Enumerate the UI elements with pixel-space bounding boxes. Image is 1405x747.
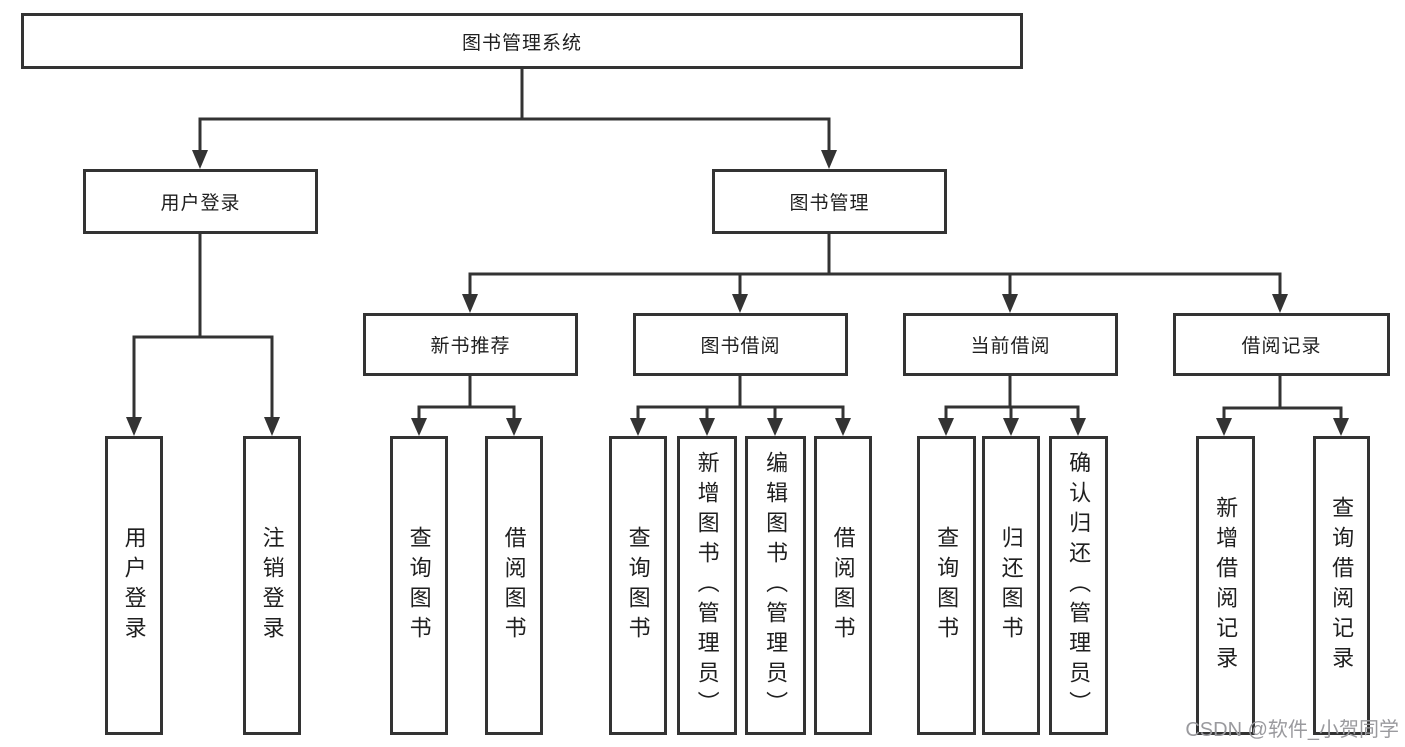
node-label: 图书管理: [789, 193, 870, 214]
node-user-login: 用户登录: [83, 169, 318, 234]
connector-new-book-rec-to-leaves: [411, 376, 522, 436]
leaf-query-borrow-record: 查询借阅记录: [1313, 436, 1370, 735]
connector-root-to-level2: [192, 69, 837, 169]
node-library-system: 图书管理系统: [21, 13, 1023, 69]
node-label: 借阅记录: [1241, 336, 1322, 357]
node-borrowing-records: 借阅记录: [1173, 313, 1390, 376]
leaf-edit-books-admin: 编辑图书（管理员）: [745, 436, 806, 735]
leaf-query-books: 查询图书: [390, 436, 448, 735]
node-label: 新增图书（管理员）: [694, 450, 720, 721]
leaf-user-login: 用户登录: [105, 436, 163, 735]
leaf-borrow-books: 借阅图书: [485, 436, 543, 735]
connector-book-mgmt-to-level3: [462, 234, 1288, 313]
csdn-watermark: CSDN @软件_小贺同学: [1185, 719, 1399, 741]
node-label: 用户登录: [160, 193, 241, 214]
leaf-logout: 注销登录: [243, 436, 301, 735]
node-label: 编辑图书（管理员）: [763, 450, 789, 721]
node-new-book-recommend: 新书推荐: [363, 313, 578, 376]
node-label: 查询图书: [406, 525, 432, 646]
connector-book-borrow-to-leaves: [630, 376, 851, 436]
node-label: 图书管理系统: [461, 32, 582, 54]
connector-user-login-to-leaves: [126, 234, 280, 436]
leaf-query-books: 查询图书: [609, 436, 667, 735]
node-label: 新增借阅记录: [1213, 495, 1239, 676]
leaf-confirm-return-admin: 确认归还（管理员）: [1049, 436, 1108, 735]
node-label: 查询图书: [934, 525, 960, 646]
node-label: 当前借阅: [970, 336, 1051, 357]
node-label: 查询图书: [625, 525, 651, 646]
node-label: 用户登录: [121, 525, 147, 646]
node-label: 新书推荐: [430, 336, 511, 357]
connector-current-borrow-to-leaves: [938, 376, 1086, 436]
node-label: 注销登录: [259, 525, 285, 646]
node-current-borrowing: 当前借阅: [903, 313, 1118, 376]
connector-borrow-records-to-leaves: [1216, 376, 1349, 436]
node-label: 图书借阅: [700, 336, 781, 357]
node-label: 借阅图书: [501, 525, 527, 646]
node-label: 借阅图书: [830, 525, 856, 646]
leaf-add-books-admin: 新增图书（管理员）: [677, 436, 737, 735]
node-label: 确认归还（管理员）: [1066, 450, 1092, 721]
leaf-borrow-books: 借阅图书: [814, 436, 872, 735]
leaf-query-books: 查询图书: [917, 436, 976, 735]
node-label: 查询借阅记录: [1329, 495, 1355, 676]
node-book-management: 图书管理: [712, 169, 947, 234]
leaf-add-borrow-record: 新增借阅记录: [1196, 436, 1255, 735]
node-label: 归还图书: [998, 525, 1024, 646]
leaf-return-books: 归还图书: [982, 436, 1040, 735]
node-book-borrowing: 图书借阅: [633, 313, 848, 376]
